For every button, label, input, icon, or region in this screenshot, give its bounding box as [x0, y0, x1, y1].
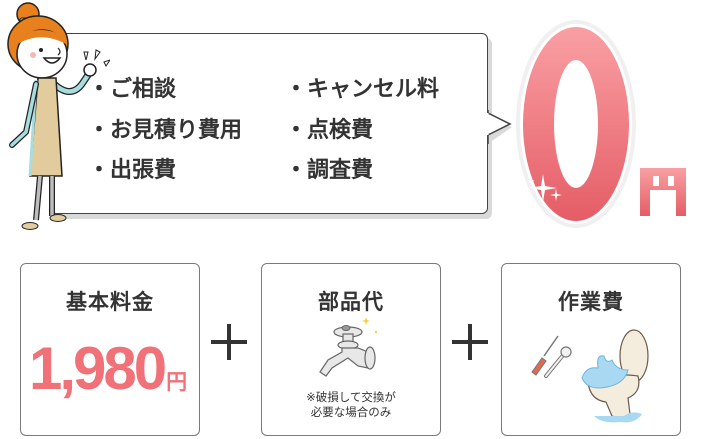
free-item: ・調査費	[285, 151, 439, 192]
woman-apron-illustration-icon	[7, 2, 110, 230]
free-item-label: お見積り費用	[110, 117, 243, 143]
faucet-icon	[319, 317, 378, 377]
base-fee-card: 基本料金 1,980円	[20, 263, 200, 436]
bullet-icon: ・	[285, 158, 308, 183]
labor-fee-card: 作業費	[501, 263, 681, 436]
free-items-list-right: ・キャンセル料 ・点検費 ・調査費	[285, 70, 439, 192]
base-fee-price: 1,980円	[29, 334, 187, 403]
sparkle-icon	[527, 40, 667, 202]
labor-fee-title: 作業費	[558, 290, 624, 314]
price-value: 1,980	[29, 335, 167, 402]
parts-fee-card: 部品代 ※破損して交換が 必要な場合のみ	[261, 263, 441, 436]
parts-fee-note: ※破損して交換が 必要な場合のみ	[262, 390, 440, 420]
yen-unit-icon	[634, 162, 692, 220]
free-item: ・お見積り費用	[88, 111, 242, 152]
bullet-icon: ・	[88, 158, 111, 183]
speech-bubble	[50, 33, 488, 214]
free-item-label: キャンセル料	[307, 77, 440, 102]
zero-yen-headline	[516, 20, 692, 228]
price-unit: 円	[166, 370, 188, 394]
free-item-label: 調査費	[307, 158, 374, 183]
plus-icon	[211, 324, 247, 360]
speech-bubble-tail	[486, 110, 512, 144]
note-line: 必要な場合のみ	[310, 405, 392, 419]
free-item: ・ご相談	[88, 70, 242, 111]
tools-toilet-icon	[531, 329, 649, 423]
free-item: ・キャンセル料	[285, 70, 439, 111]
bullet-icon: ・	[88, 117, 111, 143]
note-line: ※破損して交換が	[306, 390, 396, 404]
plus-icon	[452, 324, 488, 360]
free-item-label: ご相談	[110, 77, 177, 102]
free-item: ・点検費	[285, 111, 439, 152]
parts-fee-title: 部品代	[318, 290, 384, 314]
bullet-icon: ・	[285, 117, 308, 143]
free-item: ・出張費	[88, 151, 242, 192]
bullet-icon: ・	[285, 77, 308, 102]
free-items-list-left: ・ご相談 ・お見積り費用 ・出張費	[88, 70, 242, 192]
free-item-label: 点検費	[307, 117, 374, 143]
free-item-label: 出張費	[110, 158, 177, 183]
base-fee-title: 基本料金	[66, 290, 154, 314]
bullet-icon: ・	[88, 77, 111, 102]
